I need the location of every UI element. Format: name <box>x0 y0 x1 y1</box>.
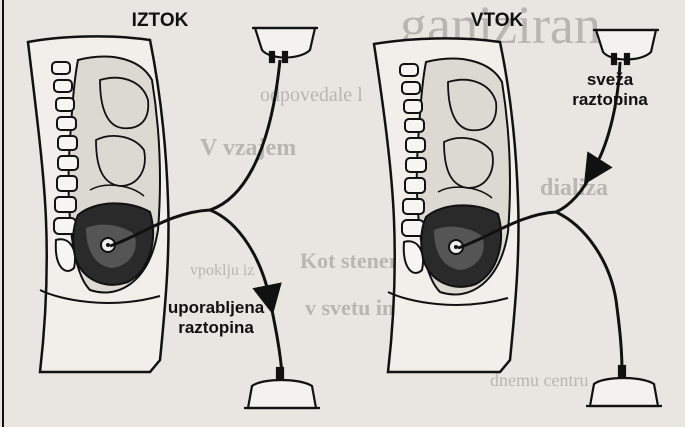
left-torso-illustration <box>28 36 169 372</box>
right-top-bag <box>593 30 659 64</box>
vtok-title: VTOK <box>452 10 542 32</box>
used-solution-line2: raztopina <box>156 318 276 338</box>
left-top-bag <box>252 28 318 62</box>
left-bottom-bag <box>244 368 320 408</box>
iztok-title: IZTOK <box>110 10 210 32</box>
right-torso-illustration <box>374 38 519 372</box>
used-solution-label: uporabljena raztopina <box>156 298 276 337</box>
used-solution-line1: uporabljena <box>156 298 276 318</box>
right-bottom-bag <box>586 366 662 406</box>
fresh-solution-line2: raztopina <box>560 90 660 110</box>
fresh-solution-line1: sveža <box>560 70 660 90</box>
fresh-solution-label: sveža raztopina <box>560 70 660 109</box>
